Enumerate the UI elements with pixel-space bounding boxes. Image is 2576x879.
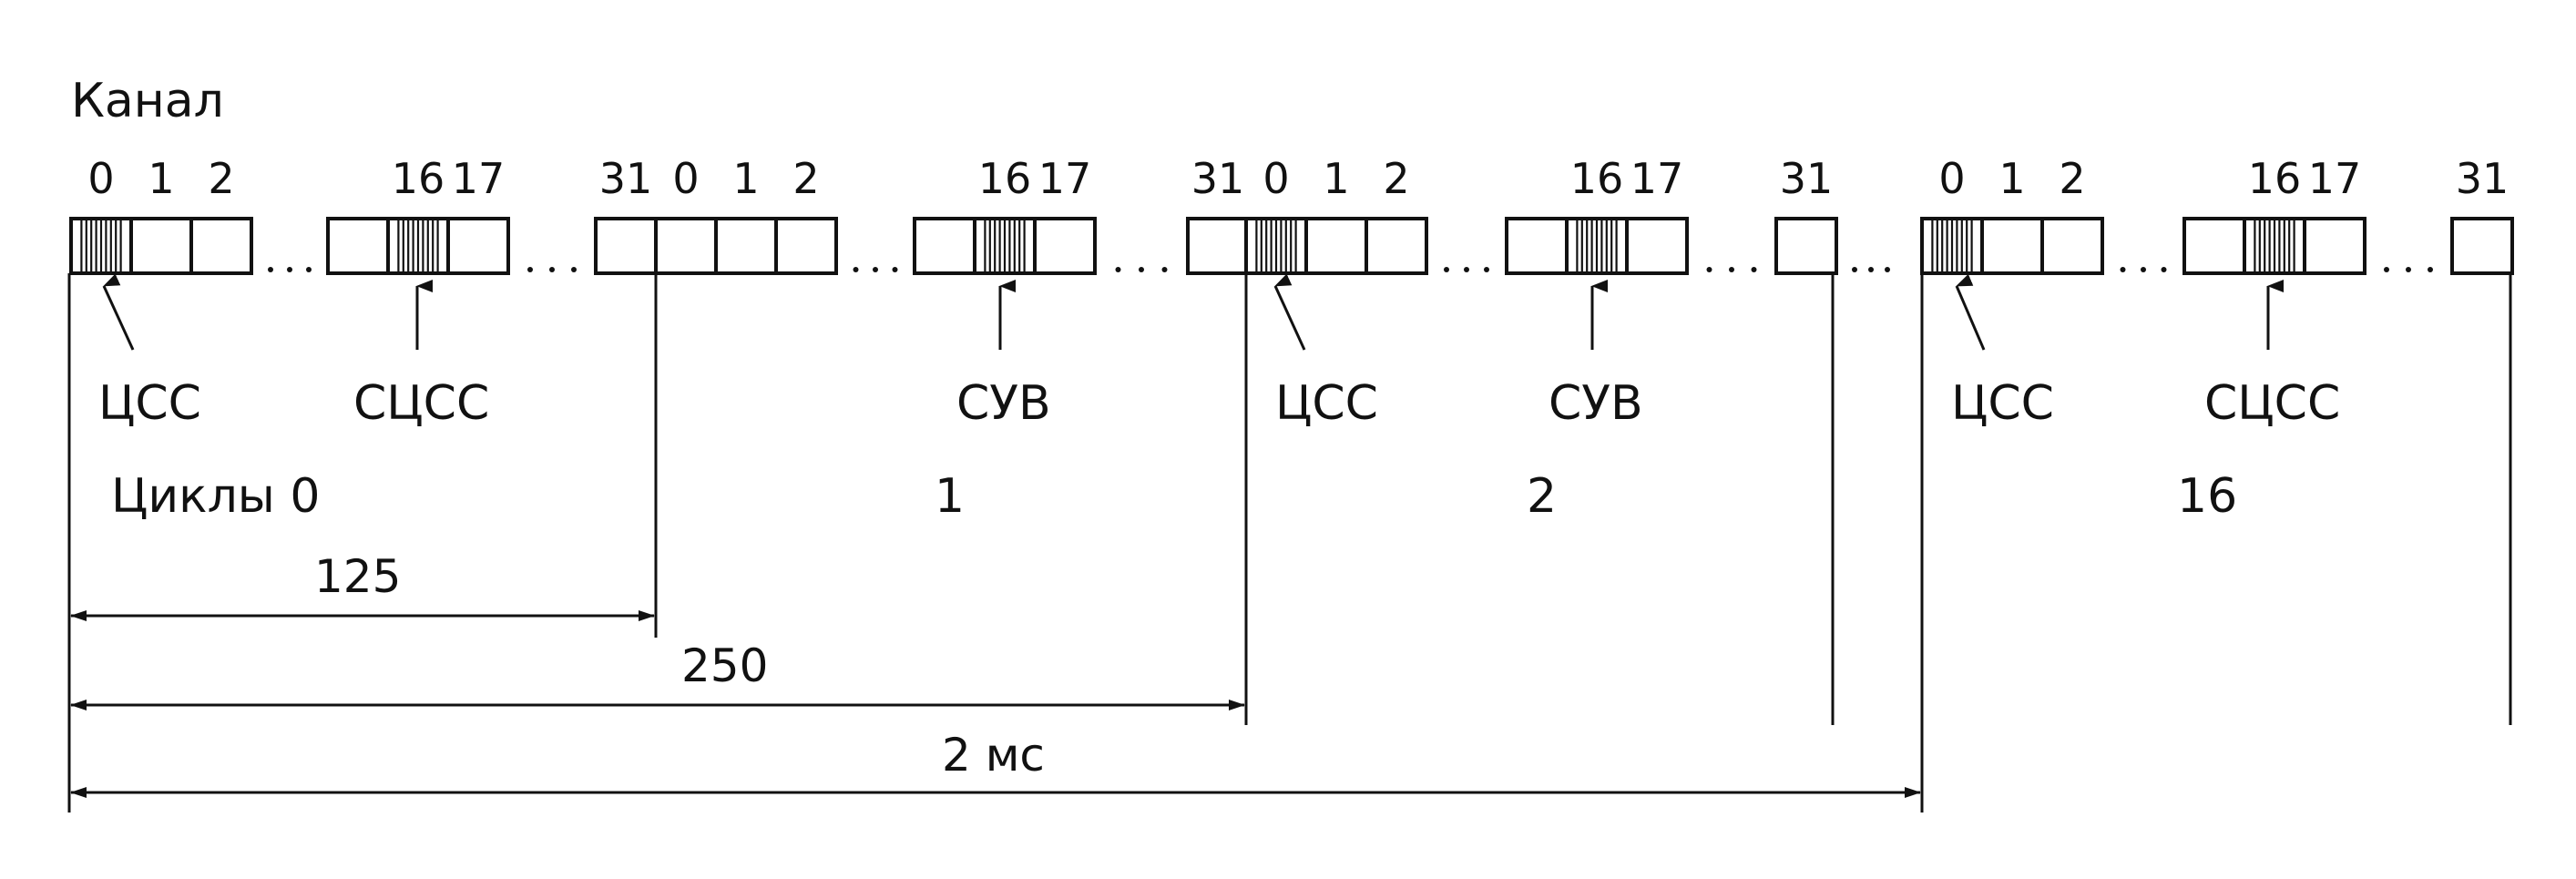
channel-number-label: 31 xyxy=(2456,154,2510,203)
channel-number-label: 1 xyxy=(148,154,174,203)
duration-label-2ms: 2 мс xyxy=(942,729,1045,782)
ellipsis-dot xyxy=(2384,267,2389,272)
channel-number-label: 17 xyxy=(1630,154,1684,203)
channel-cell xyxy=(326,217,390,275)
ellipsis-dot xyxy=(1729,267,1734,272)
pointer-arrow-tss-0 xyxy=(102,273,135,351)
channel-number-label: 2 xyxy=(208,154,234,203)
channel-number-label: 1 xyxy=(1323,154,1349,203)
duration-label-250: 250 xyxy=(681,639,768,692)
ellipsis-dot xyxy=(287,267,292,272)
ellipsis-dot xyxy=(2120,267,2126,272)
channel-number-label: 16 xyxy=(2248,154,2302,203)
ellipsis-dot xyxy=(892,267,898,272)
channel-cell xyxy=(2040,217,2104,275)
ellipsis-dot xyxy=(1868,267,1874,272)
annotation-label-stss-0: СЦСС xyxy=(353,376,489,431)
cycle-number-1: 1 xyxy=(935,469,965,524)
ellipsis-dot xyxy=(1852,267,1857,272)
ellipsis-dot xyxy=(549,267,555,272)
channel-number-label: 17 xyxy=(452,154,506,203)
channel-cell xyxy=(446,217,510,275)
annotation-label-stss-16: СЦСС xyxy=(2204,376,2340,431)
channel-number-label: 16 xyxy=(1570,154,1624,203)
cycle-number-2: 2 xyxy=(1527,469,1557,524)
ellipsis-dot xyxy=(268,267,273,272)
channel-cell xyxy=(714,217,778,275)
channel-cell xyxy=(189,217,253,275)
ellipsis-dot xyxy=(2406,267,2411,272)
ellipsis-dot xyxy=(873,267,878,272)
ellipsis-dot xyxy=(2141,267,2146,272)
ellipsis-dot xyxy=(1464,267,1469,272)
channel-cell xyxy=(1774,217,1838,275)
ellipsis-dot xyxy=(306,267,312,272)
pointer-arrow-tss-2 xyxy=(1273,273,1306,351)
ellipsis-dot xyxy=(1751,267,1757,272)
channel-label: Канал xyxy=(71,74,224,128)
channel-number-label: 0 xyxy=(672,154,699,203)
ellipsis-dot xyxy=(2161,267,2167,272)
channel-number-label: 2 xyxy=(792,154,819,203)
annotation-label-tss-2: ЦСС xyxy=(1275,376,1378,431)
channel-cell xyxy=(594,217,658,275)
ellipsis-dot xyxy=(1706,267,1712,272)
ellipsis-dot xyxy=(1444,267,1449,272)
channel-cell xyxy=(1186,217,1250,275)
ellipsis-dot xyxy=(1139,267,1144,272)
ellipsis-dot xyxy=(527,267,533,272)
cycle-number-16: 16 xyxy=(2177,469,2237,524)
channel-cell xyxy=(2182,217,2246,275)
duration-label-125: 125 xyxy=(314,550,401,603)
channel-cell xyxy=(1033,217,1097,275)
channel-cell xyxy=(1625,217,1689,275)
ellipsis-dot xyxy=(571,267,577,272)
channel-number-label: 1 xyxy=(732,154,759,203)
channel-cell xyxy=(1980,217,2044,275)
channel-cell xyxy=(1304,217,1368,275)
ellipsis-dot xyxy=(1484,267,1489,272)
ellipsis-dot xyxy=(1161,267,1168,272)
ellipsis-dot xyxy=(1115,267,1121,272)
channel-cell xyxy=(2303,217,2366,275)
channel-number-label: 0 xyxy=(1938,154,1965,203)
channel-number-label: 16 xyxy=(978,154,1032,203)
annotation-label-tss-0: ЦСС xyxy=(98,376,201,431)
annotation-label-suv-1: СУВ xyxy=(956,376,1051,431)
annotation-label-tss-16: ЦСС xyxy=(1951,376,2054,431)
pointer-arrow-tss-16 xyxy=(1955,273,1986,351)
channel-number-label: 0 xyxy=(87,154,114,203)
channel-number-label: 2 xyxy=(2059,154,2085,203)
annotation-label-suv-2: СУВ xyxy=(1549,376,1643,431)
channel-number-label: 2 xyxy=(1383,154,1409,203)
channel-cell xyxy=(654,217,718,275)
ellipsis-dot xyxy=(2428,267,2433,272)
ellipsis-dot xyxy=(853,267,859,272)
channel-number-label: 16 xyxy=(392,154,445,203)
channel-number-label: 17 xyxy=(1038,154,1092,203)
channel-number-label: 17 xyxy=(2308,154,2362,203)
channel-number-label: 31 xyxy=(1780,154,1834,203)
channel-cell xyxy=(1365,217,1428,275)
channel-number-label: 31 xyxy=(599,154,653,203)
channel-cell xyxy=(774,217,838,275)
cycles-label: Циклы 0 xyxy=(111,469,320,524)
channel-number-label: 1 xyxy=(1998,154,2025,203)
channel-cell xyxy=(1505,217,1569,275)
channel-cell xyxy=(2450,217,2514,275)
channel-number-label: 0 xyxy=(1262,154,1289,203)
ellipsis-dot xyxy=(1885,267,1890,272)
channel-cell xyxy=(129,217,193,275)
channel-number-label: 31 xyxy=(1191,154,1245,203)
channel-cell xyxy=(913,217,976,275)
